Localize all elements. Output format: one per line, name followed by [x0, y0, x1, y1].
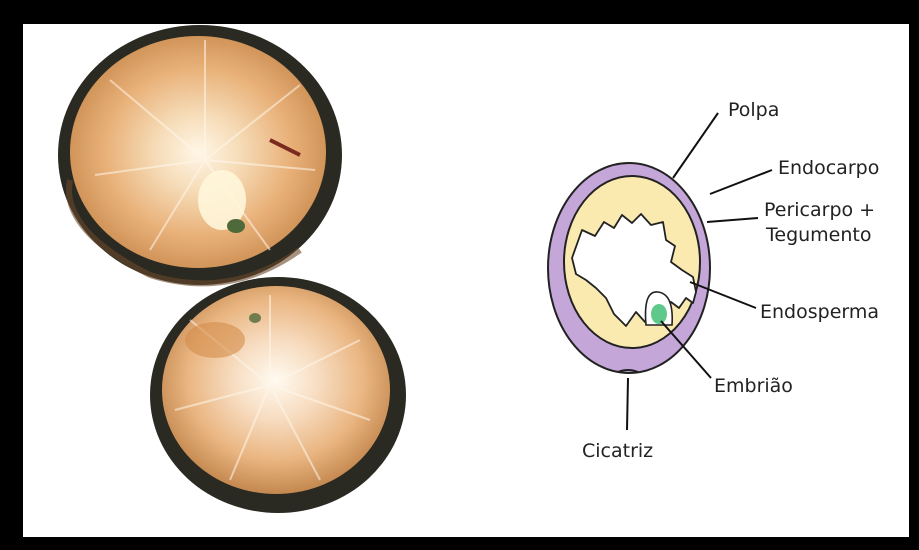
fruit-photo [58, 25, 406, 513]
label-pericarpo-line1: Pericarpo + [764, 199, 875, 221]
label-polpa: Polpa [728, 99, 779, 121]
leader-pericarpo [707, 218, 758, 222]
leader-polpa [673, 113, 718, 178]
seed-diagram: Polpa Endocarpo Pericarpo + Tegumento En… [548, 99, 879, 462]
label-embriao: Embrião [714, 375, 793, 397]
fruit-half-bottom [150, 277, 406, 513]
leader-endocarpo [710, 170, 772, 194]
label-pericarpo-line2: Tegumento [765, 224, 871, 246]
label-endosperma: Endosperma [760, 301, 879, 323]
fruit-half-top [58, 25, 342, 285]
leader-cicatriz [627, 378, 628, 430]
diagram-embryo [651, 304, 667, 324]
label-cicatriz: Cicatriz [582, 440, 653, 462]
label-endocarpo: Endocarpo [778, 157, 879, 179]
